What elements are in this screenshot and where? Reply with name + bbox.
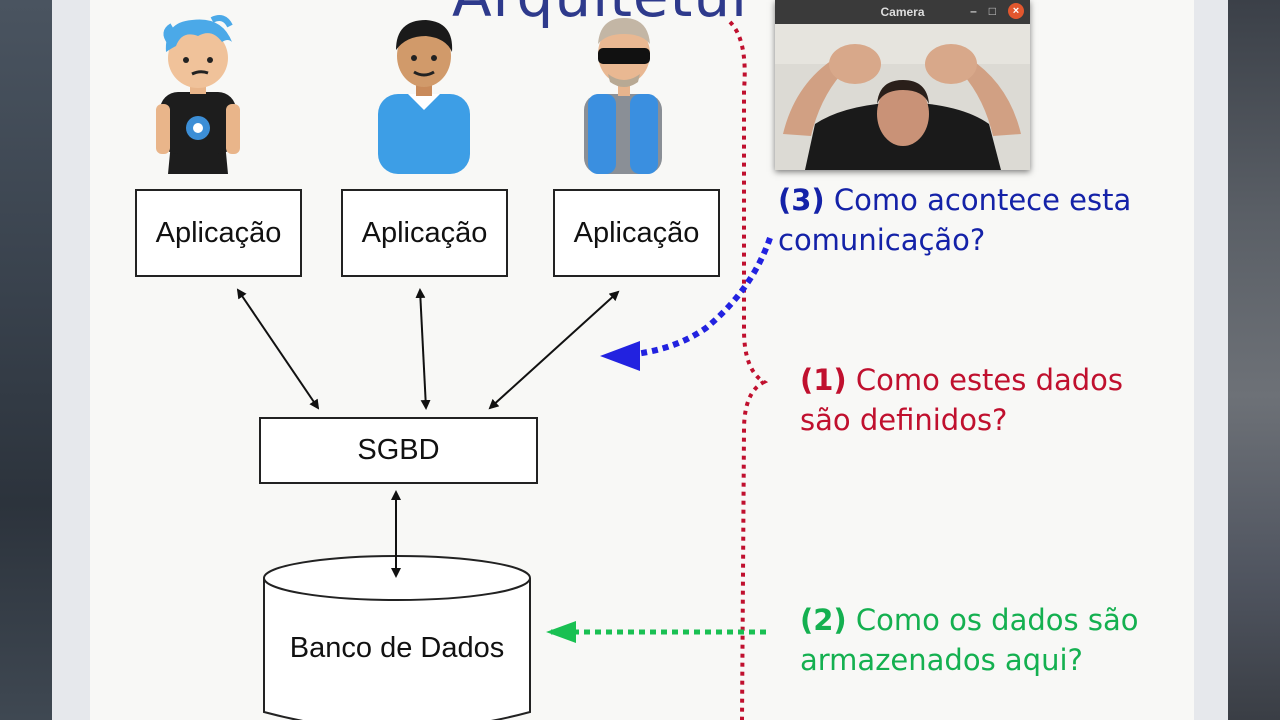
application-box-1: Aplicação	[135, 189, 302, 277]
question-3-number: (3)	[778, 183, 825, 217]
application-box-3: Aplicação	[553, 189, 720, 277]
slide-title: Arquitetur	[452, 0, 756, 30]
question-3-line2: comunicação?	[778, 223, 986, 257]
database-cylinder	[263, 555, 531, 720]
question-2-line1: Como os dados são	[846, 603, 1139, 637]
question-2-line2: armazenados aqui?	[800, 643, 1083, 677]
question-2-number: (2)	[800, 603, 847, 637]
question-2: (2) Como os dados são armazenados aqui?	[800, 600, 1138, 680]
camera-window-title: Camera	[880, 5, 925, 19]
question-1: (1) Como estes dados são definidos?	[800, 360, 1123, 440]
application-label: Aplicação	[573, 216, 700, 249]
close-icon[interactable]: ×	[1008, 3, 1024, 19]
question-1-line1: Como estes dados	[846, 363, 1124, 397]
sgbd-label: SGBD	[357, 434, 440, 466]
maximize-icon[interactable]: □	[988, 4, 996, 18]
user-avatar-blue-hair	[156, 15, 240, 174]
application-box-2: Aplicação	[341, 189, 508, 277]
question-1-number: (1)	[800, 363, 847, 397]
question-1-line2: são definidos?	[800, 403, 1008, 437]
application-label: Aplicação	[155, 216, 282, 249]
application-label: Aplicação	[361, 216, 488, 249]
camera-titlebar[interactable]: Camera – □ ×	[775, 0, 1030, 24]
camera-window[interactable]: Camera – □ ×	[775, 0, 1030, 170]
camera-video-feed	[775, 24, 1030, 170]
user-avatar-vr-headset	[584, 18, 662, 174]
question-3-line1: Como acontece esta	[824, 183, 1132, 217]
sgbd-box: SGBD	[259, 417, 538, 484]
red-brace-separator	[728, 20, 769, 720]
arrow-app2-sgbd	[415, 288, 431, 410]
question-3: (3) Como acontece esta comunicação?	[778, 180, 1131, 260]
arrow-app3-sgbd	[488, 290, 620, 410]
desktop-background-left	[0, 0, 52, 720]
arrow-app1-sgbd	[236, 288, 320, 410]
minimize-icon[interactable]: –	[970, 4, 977, 18]
blue-dotted-arrow	[600, 237, 773, 371]
user-avatar-blue-sweater	[378, 20, 470, 174]
desktop-background-right	[1228, 0, 1280, 720]
database-label: Banco de Dados	[289, 632, 505, 664]
